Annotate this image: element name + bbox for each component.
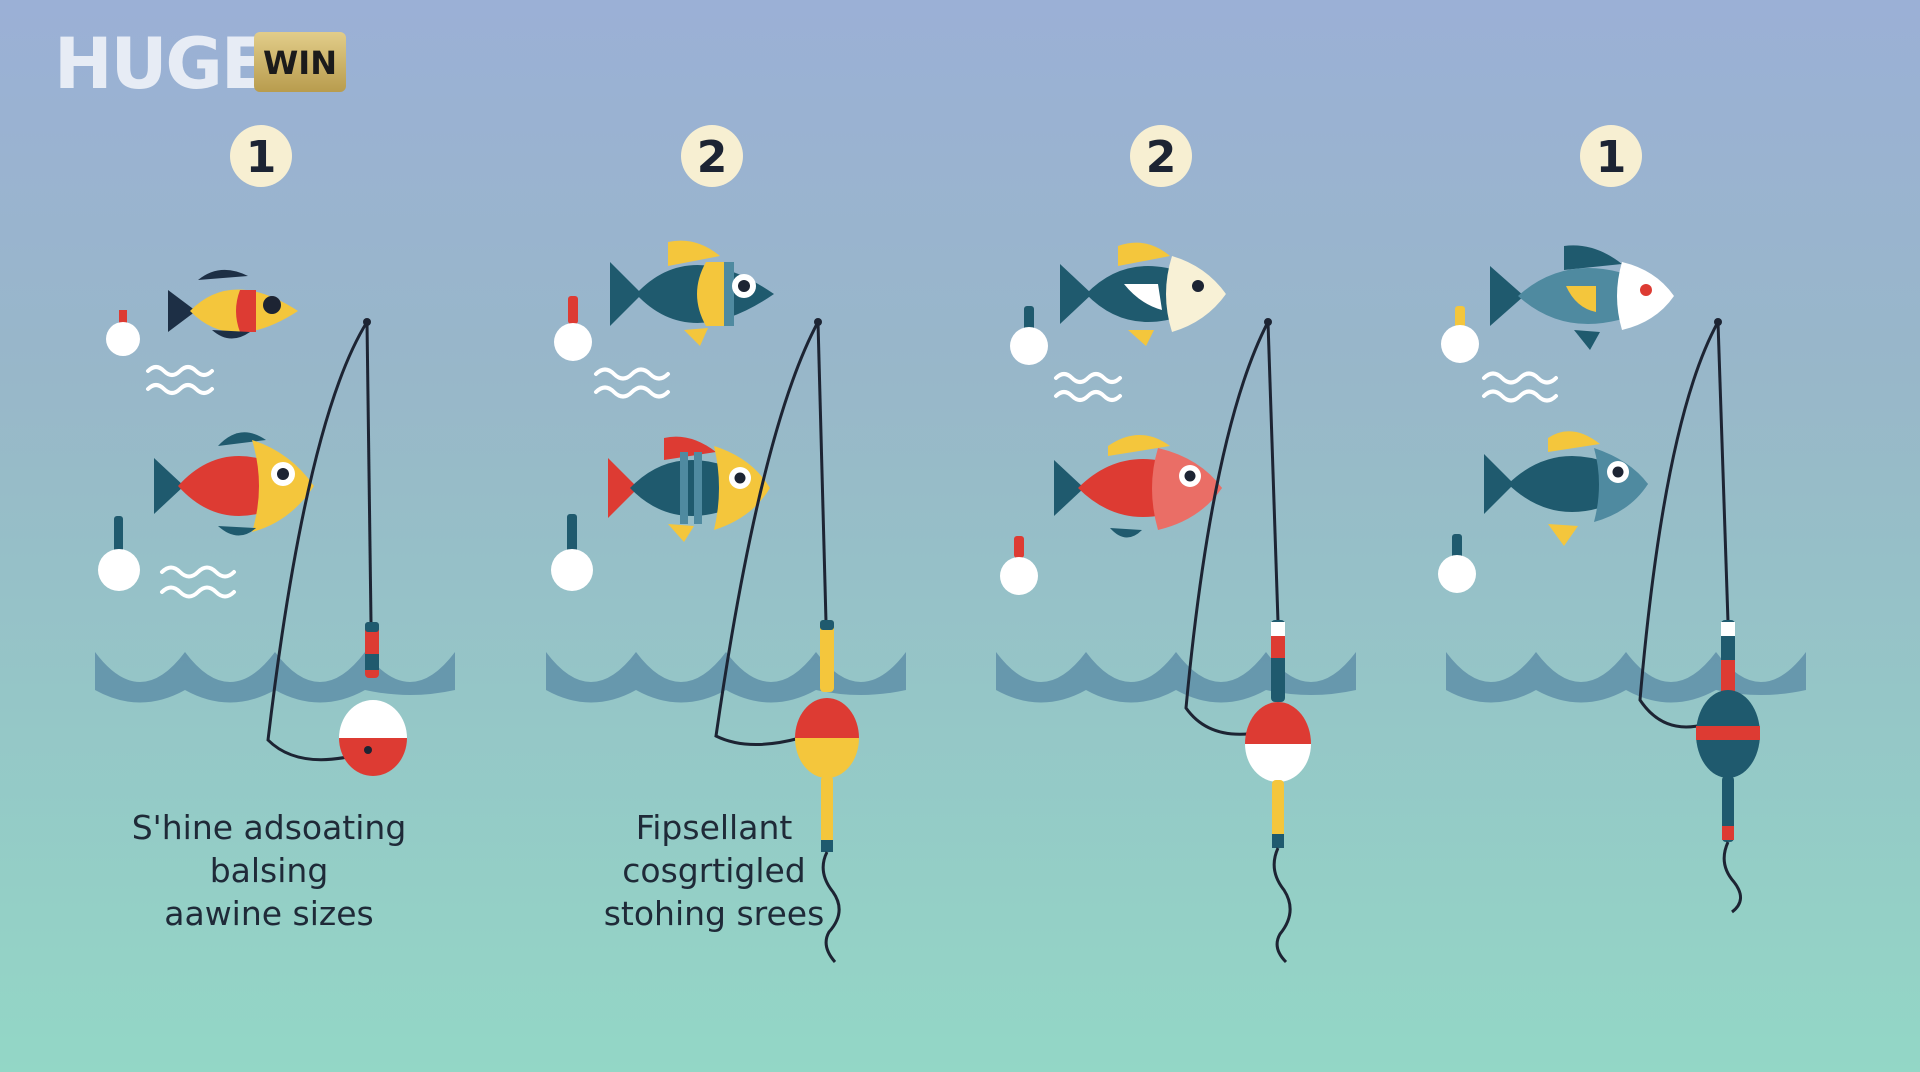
fishing-rod-icon [714, 318, 828, 746]
fish-icon [1490, 245, 1674, 350]
svg-text:2: 2 [697, 132, 728, 183]
bobber-icon [1438, 534, 1476, 593]
number-badge-1: 1 [230, 125, 292, 187]
wave-icon [146, 365, 214, 395]
caption-line: S'hine adsoating [131, 808, 407, 847]
fishing-rod-icon [1638, 318, 1730, 729]
fish-icon [168, 269, 298, 339]
panel-3 [996, 242, 1356, 964]
logo: HUGE WIN [54, 23, 346, 105]
bobber-icon [106, 310, 140, 356]
wave-icon [1482, 371, 1558, 403]
caption-panel-2: Fipsellant cosgrtigled stohing srees [504, 806, 924, 935]
water-wave [996, 652, 1356, 703]
caption-line: aawine sizes [164, 894, 374, 933]
caption-line: stohing srees [603, 894, 825, 933]
fish-icon [154, 432, 314, 536]
svg-text:1: 1 [246, 132, 277, 183]
caption-line: balsing [209, 851, 329, 890]
wave-icon [594, 367, 670, 399]
fishing-rod-icon [266, 318, 373, 762]
caption-line: cosgrtigled [622, 851, 806, 890]
wave-icon [1054, 372, 1122, 402]
svg-text:2: 2 [1146, 132, 1177, 183]
bobber-icon [554, 296, 592, 361]
bobber-icon [1696, 620, 1760, 914]
number-badge-4: 1 [1580, 125, 1642, 187]
water-wave [1446, 652, 1806, 703]
fish-icon [1054, 435, 1222, 538]
bobber-icon [339, 622, 407, 776]
logo-badge: WIN [263, 44, 337, 82]
bobber-icon [1245, 620, 1311, 964]
fishing-rod-icon [1184, 318, 1280, 736]
bobber-icon [1010, 306, 1048, 365]
bobber-icon [98, 516, 140, 591]
panel-2 [546, 240, 906, 963]
wave-icon [160, 565, 236, 599]
panel-4 [1438, 245, 1806, 914]
logo-word: HUGE [54, 23, 267, 105]
fish-icon [610, 240, 774, 346]
fish-icon [1060, 242, 1226, 346]
bobber-icon [795, 620, 859, 963]
caption-panel-1: S'hine adsoating balsing aawine sizes [59, 806, 479, 935]
number-badge-2: 2 [681, 125, 743, 187]
bobber-icon [1441, 306, 1479, 363]
svg-text:1: 1 [1596, 132, 1627, 183]
fish-icon [1484, 431, 1648, 546]
fish-icon [608, 436, 770, 542]
panel-1 [95, 269, 455, 776]
bobber-icon [1000, 536, 1038, 595]
logo-badge-bg [254, 32, 346, 92]
caption-line: Fipsellant [635, 808, 793, 847]
bobber-icon [551, 514, 593, 591]
number-badge-3: 2 [1130, 125, 1192, 187]
